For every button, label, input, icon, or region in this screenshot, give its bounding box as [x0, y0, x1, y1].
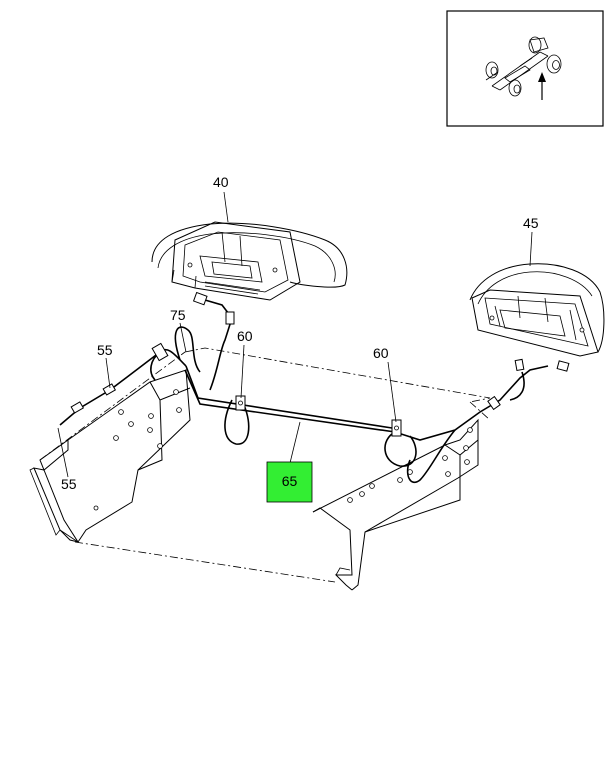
callout-75: 75	[170, 307, 186, 323]
vehicle-locator-icon	[485, 36, 562, 97]
mirror-assembly-40	[151, 221, 348, 301]
highlighted-part-65[interactable]: 65	[266, 461, 313, 503]
right-mounting-bracket	[312, 418, 479, 591]
callout-55-upper: 55	[97, 342, 113, 358]
mirror-assembly-45	[469, 263, 605, 357]
cab-floor-outline	[39, 347, 491, 583]
callout-40: 40	[213, 174, 229, 190]
callout-55-lower: 55	[61, 476, 77, 492]
callout-65[interactable]: 65	[282, 473, 298, 489]
callout-60-right: 60	[373, 345, 389, 361]
callout-60-left: 60	[237, 328, 253, 344]
callout-labels: 40 45 75 60 60 55 55	[61, 174, 539, 492]
locator-inset	[446, 10, 604, 127]
wiring-harness-65	[59, 291, 570, 484]
part-65-highlight-box[interactable]	[266, 461, 313, 503]
left-mounting-bracket	[29, 369, 191, 543]
location-arrow	[538, 72, 546, 100]
callout-45: 45	[523, 215, 539, 231]
leader-lines	[57, 191, 533, 478]
